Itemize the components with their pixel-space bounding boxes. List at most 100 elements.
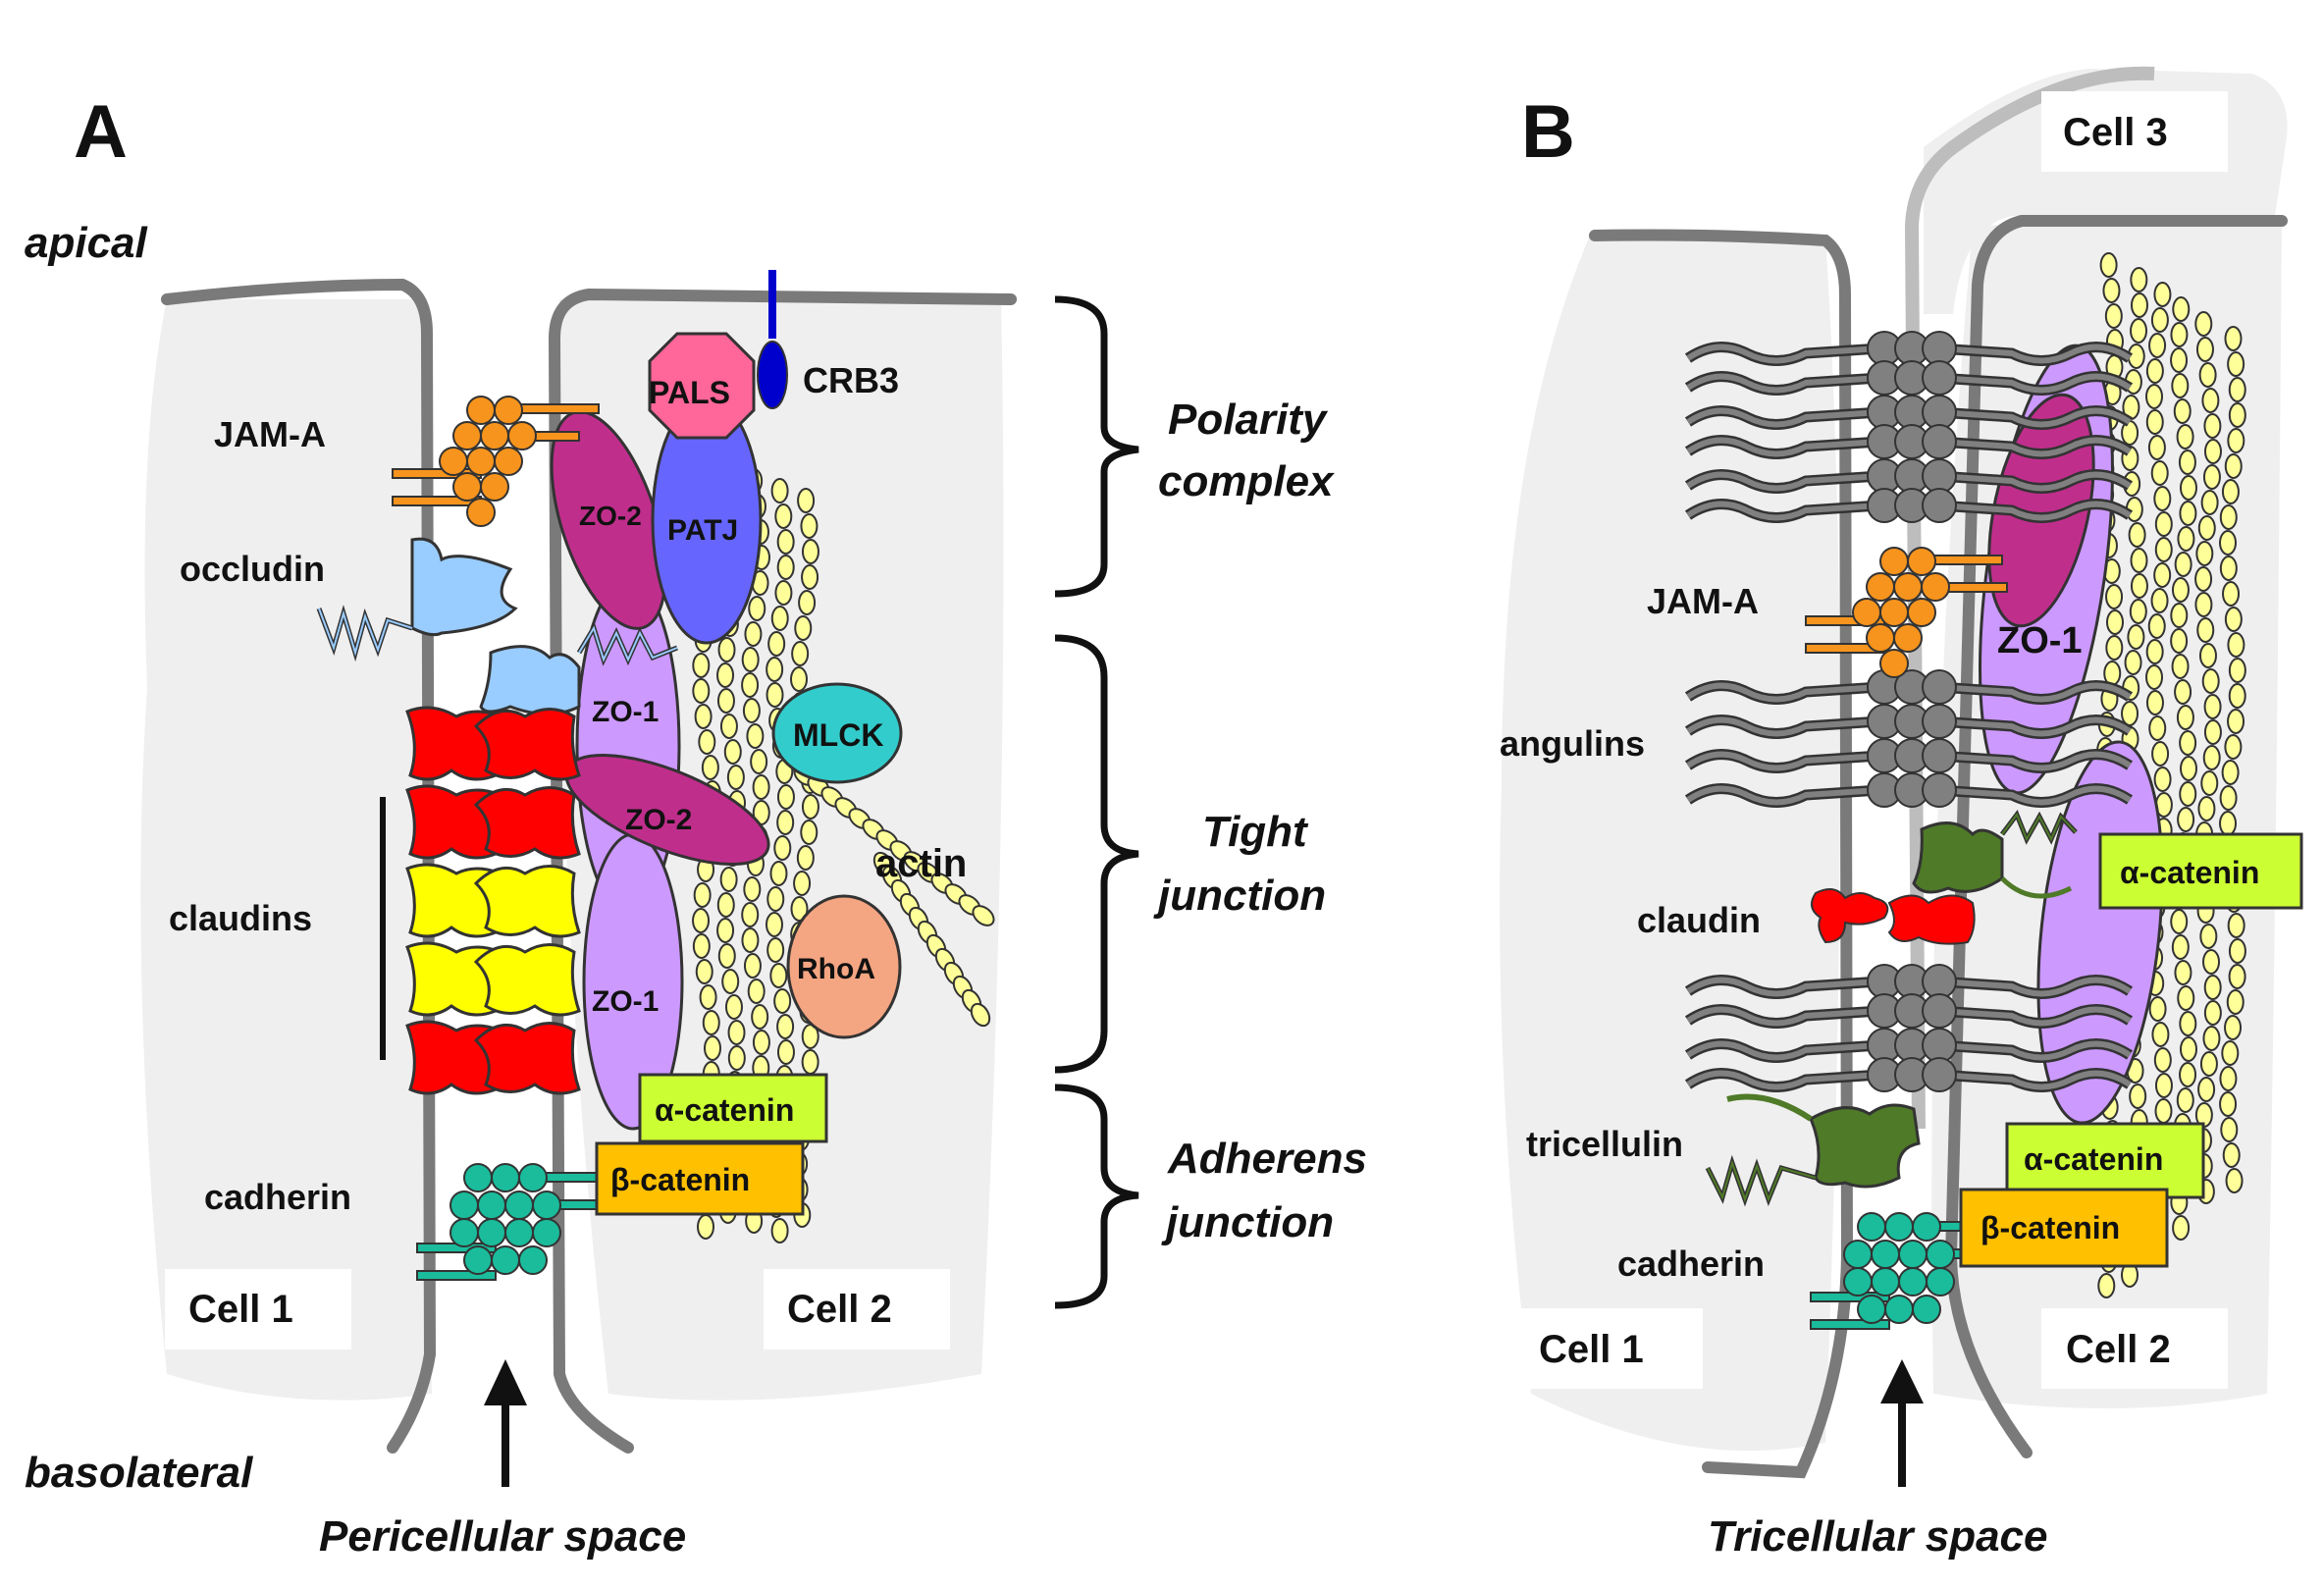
actin-bead	[2150, 588, 2169, 613]
cadherin-bead	[477, 1218, 506, 1247]
actin-bead	[751, 1004, 769, 1030]
angulin-bead	[1922, 424, 1957, 459]
actin-bead	[702, 1010, 720, 1035]
actin-bead	[2224, 1015, 2243, 1040]
actin-bead	[2129, 599, 2147, 624]
angulin-strand	[1686, 751, 1880, 771]
actin-bead	[798, 590, 817, 615]
tricellular-space-label: Tricellular space	[1708, 1512, 2048, 1561]
actin-bead	[2200, 490, 2219, 515]
actin-bead	[2105, 635, 2124, 661]
angulin-strand	[1937, 1040, 2132, 1061]
actin-bead	[699, 984, 717, 1010]
jam-a-label-a: JAM-A	[214, 414, 326, 454]
actin-bead	[727, 1045, 746, 1071]
actin-bead	[743, 953, 762, 979]
angulin-bead	[1922, 458, 1957, 494]
actin-bead	[790, 666, 809, 692]
angulin-bead	[1922, 395, 1957, 430]
actin-bead	[2202, 949, 2221, 975]
actin-bead	[2148, 333, 2167, 358]
actin-bead	[2129, 1084, 2147, 1109]
alpha-catenin-label-a: α-catenin	[655, 1092, 794, 1128]
cadherin-bead	[449, 1191, 479, 1220]
actin-bead	[2202, 1026, 2221, 1051]
actin-bead	[2219, 504, 2238, 530]
actin-bead	[2179, 1062, 2197, 1087]
actin-bead	[2171, 373, 2190, 398]
actin-label: actin	[875, 842, 967, 885]
cadherin-bead	[532, 1218, 561, 1247]
actin-bead	[2225, 1168, 2244, 1193]
actin-bead	[2179, 730, 2197, 756]
jam-a-complex	[392, 396, 600, 527]
pericellular-space-label: Pericellular space	[319, 1512, 686, 1561]
actin-bead	[2226, 989, 2245, 1015]
actin-bead	[2170, 347, 2189, 373]
actin-filaments-b	[2096, 252, 2246, 1298]
actin-bead	[2153, 282, 2172, 307]
adherens-label-2: junction	[1161, 1198, 1334, 1246]
actin-bead	[695, 959, 713, 984]
cadherin-bead	[504, 1191, 534, 1220]
actin-bead	[2153, 1047, 2172, 1073]
tricellulin-upper	[1912, 809, 2078, 899]
angulin-strands	[1684, 331, 2134, 1092]
angulin-strand	[1686, 977, 1880, 997]
actin-bead	[2145, 384, 2164, 409]
actin-bead	[693, 882, 712, 908]
actin-bead	[2171, 654, 2190, 679]
actin-bead	[2196, 617, 2215, 643]
actin-bead	[692, 908, 711, 933]
actin-bead	[2170, 603, 2189, 628]
panel-a: A apical basolateral JAM-A occludin clau…	[25, 90, 1367, 1561]
actin-bead	[752, 1030, 770, 1055]
actin-bead	[741, 672, 760, 698]
actin-bead	[741, 927, 760, 953]
panel-a-letter: A	[74, 90, 128, 174]
cell-1-label-box-a	[165, 1269, 351, 1350]
cell-3-membrane	[1904, 66, 2155, 1130]
actin-bead	[2170, 909, 2189, 934]
angulin-strand	[1937, 716, 2132, 737]
cadherin-bead	[1884, 1295, 1914, 1324]
apical-label: apical	[25, 219, 148, 267]
angulin-strand	[1686, 344, 1880, 364]
angulin-bead	[1922, 704, 1957, 739]
actin-bead	[2171, 934, 2190, 960]
cadherin-tail	[416, 1270, 497, 1281]
actin-bead	[2227, 632, 2245, 658]
actin-bead	[2227, 351, 2245, 377]
claudin	[473, 865, 581, 938]
actin-bead	[2151, 1022, 2170, 1047]
tricellular-arrowhead	[1880, 1359, 1924, 1403]
angulin-strand	[1937, 344, 2132, 364]
angulin-strand	[1686, 501, 1880, 521]
actin-bead	[800, 820, 819, 845]
actin-bead	[2174, 960, 2192, 985]
cadherin-bead	[1898, 1240, 1928, 1269]
actin-bead	[2222, 581, 2241, 607]
actin-bead	[2194, 311, 2213, 337]
cadherin-cluster-a	[416, 1163, 624, 1281]
actin-bead	[716, 688, 735, 714]
actin-bead	[2220, 1117, 2239, 1142]
actin-bead	[2179, 475, 2197, 501]
actin-bead	[2199, 1051, 2218, 1077]
pericellular-arrowhead	[484, 1359, 527, 1405]
cadherin-bead	[1926, 1240, 1955, 1269]
actin-bead	[2145, 409, 2164, 435]
actin-bead	[801, 794, 819, 820]
cadherin-bead	[491, 1163, 520, 1192]
jam-a-label-b: JAM-A	[1647, 581, 1759, 621]
patj-label: PATJ	[667, 514, 738, 547]
actin-bead	[717, 637, 736, 662]
polarity-label-2: complex	[1158, 457, 1335, 505]
tight-label-1: Tight	[1202, 808, 1309, 856]
actin-bead	[801, 1049, 819, 1075]
actin-bead	[776, 784, 795, 810]
actin-bead	[2127, 624, 2145, 650]
actin-bead	[2224, 607, 2243, 632]
actin-bead	[2176, 424, 2194, 450]
cadherin-bead	[1912, 1295, 1941, 1324]
